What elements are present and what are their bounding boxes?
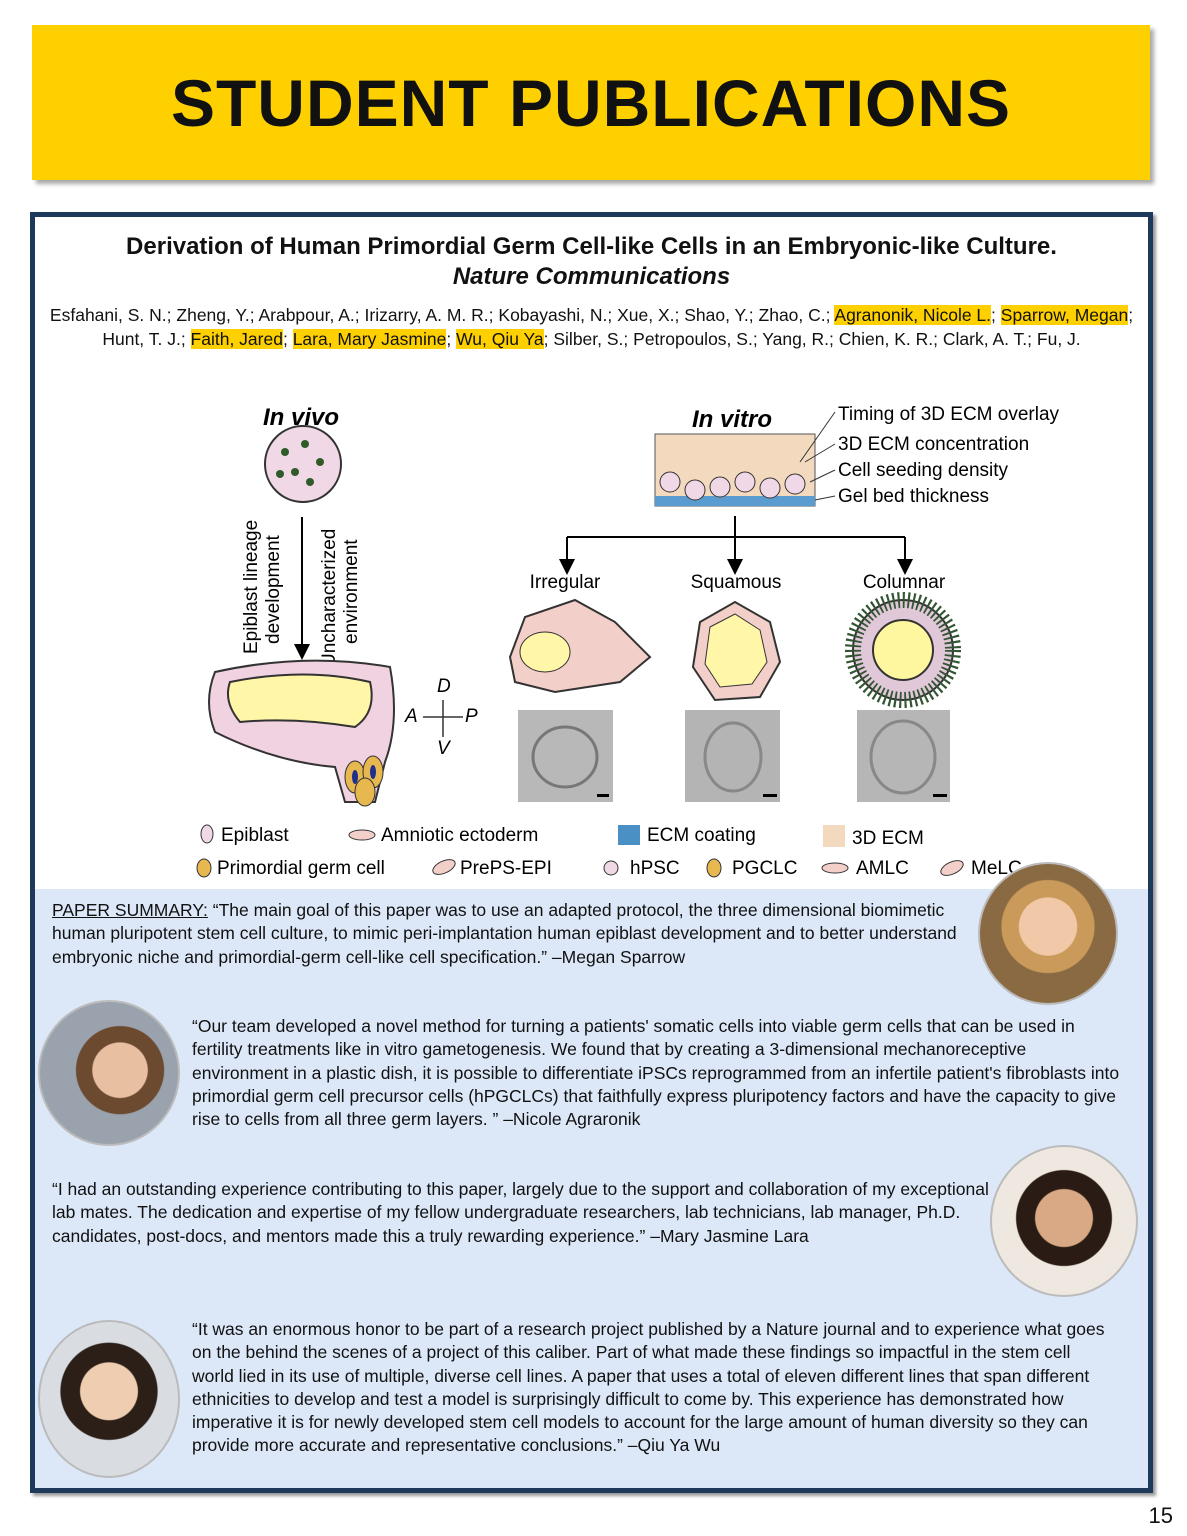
- culture-well: [654, 433, 816, 507]
- photo-qiu-ya-wu: [38, 1320, 180, 1478]
- quote-nicole-agranonik: “Our team developed a novel method for t…: [192, 1016, 1120, 1130]
- paper-title: Derivation of Human Primordial Germ Cell…: [126, 233, 1057, 260]
- legend-3d-ecm: 3D ECM: [852, 828, 924, 849]
- journal-name: Nature Communications: [452, 263, 731, 290]
- author: Fu, J.: [1036, 328, 1081, 349]
- quote-mary-jasmine-lara: “I had an outstanding experience contrib…: [52, 1179, 989, 1246]
- legend-epiblast: Epiblast: [221, 825, 289, 846]
- epiblast-cluster: [264, 425, 342, 503]
- photo-nicole-agranonik: [38, 1000, 180, 1146]
- author: Kobayashi, N.: [498, 305, 608, 325]
- summary-label: PAPER SUMMARY:: [52, 900, 208, 920]
- author: Arabpour, A.: [258, 305, 355, 325]
- figure-legend: Epiblast Amniotic ectoderm ECM coating 3…: [196, 824, 1022, 879]
- author: Xue, X.: [617, 305, 675, 325]
- header-banner: STUDENT PUBLICATIONS: [32, 25, 1150, 180]
- compass-v: V: [437, 738, 452, 759]
- in-vitro-label: In vitro: [692, 406, 772, 433]
- author: Shao, Y.: [684, 305, 749, 325]
- axis-label: Epiblast lineage: [241, 520, 262, 654]
- author-list: Esfahani, S. N.; Zheng, Y.; Arabpour, A.…: [49, 305, 1134, 349]
- author: Silber, S.: [553, 328, 624, 349]
- author: Irizarry, A. M. R.: [364, 305, 489, 325]
- outcome-irregular: Irregular: [530, 572, 601, 593]
- photo-mary-jasmine-lara: [990, 1145, 1138, 1297]
- compass-d: D: [437, 676, 451, 697]
- legend-hpsc: hPSC: [630, 858, 680, 879]
- figure-diagram: In vivo Epiblast lineage development Unc…: [196, 404, 1060, 879]
- page-number: 15: [1148, 1503, 1173, 1528]
- author: Yang, R.: [762, 328, 830, 349]
- quote-qiu-ya-wu: “It was an enormous honor to be part of …: [192, 1319, 1105, 1456]
- legend-ecm-coating: ECM coating: [647, 825, 756, 846]
- summary-text: “The main goal of this paper was to use …: [52, 900, 957, 967]
- page-heading: STUDENT PUBLICATIONS: [170, 65, 1012, 140]
- micrograph-squamous: [685, 710, 780, 802]
- parameter-label: Cell seeding density: [838, 460, 1009, 481]
- outcome-squamous: Squamous: [691, 572, 782, 593]
- author: Esfahani, S. N.: [49, 305, 167, 325]
- photo-megan-sparrow: [978, 862, 1118, 1005]
- testimonials-section: PAPER SUMMARY: “The main goal of this pa…: [35, 889, 1148, 1488]
- outcome-columnar: Columnar: [863, 572, 946, 593]
- author-highlighted: Agranonik, Nicole L.: [834, 305, 992, 325]
- axis-label: environment: [341, 539, 362, 644]
- parameter-list: Timing of 3D ECM overlay 3D ECM concentr…: [838, 404, 1060, 507]
- compass-p: P: [465, 706, 478, 727]
- legend-preps-epi: PrePS-EPI: [460, 858, 552, 879]
- author: Chien, K. R.: [838, 328, 934, 349]
- author-highlighted: Faith, Jared: [190, 328, 283, 349]
- author: Zhao, C.: [758, 305, 826, 325]
- author: Zheng, Y.: [176, 305, 250, 325]
- parameter-label: Timing of 3D ECM overlay: [838, 404, 1060, 425]
- legend-amniotic-ectoderm: Amniotic ectoderm: [381, 825, 538, 846]
- author: Clark, A. T.: [942, 328, 1028, 349]
- author-highlighted: Wu, Qiu Ya: [456, 328, 544, 349]
- axis-label: development: [263, 534, 284, 644]
- legend-primordial-germ-cell: Primordial germ cell: [217, 858, 385, 879]
- author: Hunt, T. J.: [102, 328, 181, 349]
- legend-pgclc: PGCLC: [732, 858, 797, 879]
- axis-label: Uncharacterized: [319, 529, 340, 667]
- parameter-label: 3D ECM concentration: [838, 434, 1029, 455]
- author-highlighted: Sparrow, Megan: [1000, 305, 1129, 325]
- publication-card: Derivation of Human Primordial Germ Cell…: [30, 212, 1153, 1493]
- paper-summary: PAPER SUMMARY: “The main goal of this pa…: [52, 899, 977, 969]
- compass-a: A: [404, 706, 418, 727]
- legend-amlc: AMLC: [856, 858, 909, 879]
- parameter-label: Gel bed thickness: [838, 486, 989, 507]
- author-highlighted: Lara, Mary Jasmine: [292, 328, 447, 349]
- author: Petropoulos, S.: [633, 328, 753, 349]
